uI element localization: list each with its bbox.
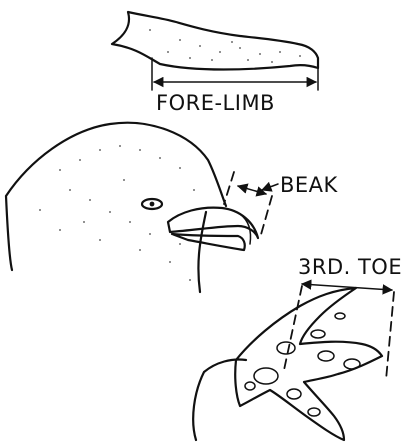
- bird-foot-drawing: 3RD. TOE: [193, 255, 402, 440]
- head-outline: [6, 123, 226, 292]
- bird-pupil: [150, 202, 155, 207]
- head-stipple: [39, 145, 195, 281]
- fore-limb-outline: [112, 12, 318, 70]
- fore-limb-drawing: FORE-LIMB: [112, 12, 318, 115]
- fore-limb-label: FORE-LIMB: [156, 91, 275, 115]
- bird-head-drawing: BEAK: [6, 123, 339, 292]
- toe-measure-dash-left: [284, 286, 302, 370]
- beak-measure-dash-left: [224, 172, 234, 204]
- beak-measure-dash-right: [260, 196, 272, 238]
- foot-scale-spots: [245, 313, 360, 416]
- beak-upper-mandible: [168, 208, 258, 238]
- beak-label: BEAK: [280, 173, 339, 197]
- toe-measure-dash-right: [386, 292, 394, 380]
- beak-label-leader: [262, 184, 278, 190]
- beak-lower-mandible: [172, 234, 245, 250]
- third-toe-label: 3RD. TOE: [298, 255, 402, 279]
